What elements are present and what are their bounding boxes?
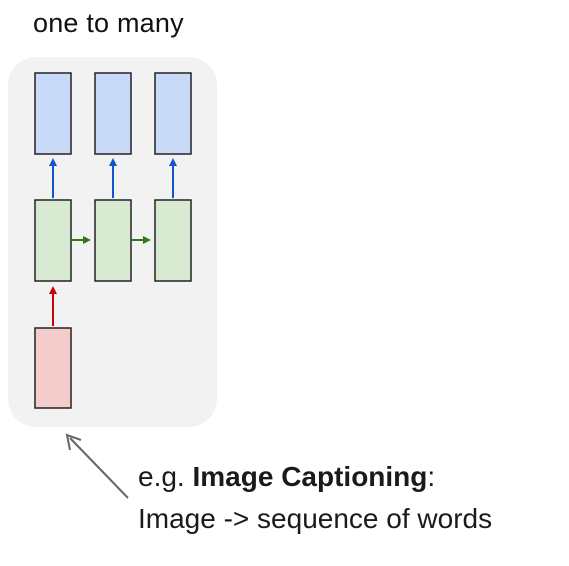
- caption-line-1: e.g. Image Captioning:: [138, 456, 492, 498]
- caption-emphasis: Image Captioning: [192, 461, 428, 492]
- hidden-box-2: [94, 199, 132, 282]
- pointer-arrow: [69, 437, 129, 499]
- caption: e.g. Image Captioning: Image -> sequence…: [138, 456, 492, 540]
- hidden-box-1: [34, 199, 72, 282]
- diagram-title: one to many: [33, 8, 184, 38]
- input-box: [34, 327, 72, 409]
- pointer-arrowhead: [65, 433, 82, 451]
- caption-line-2: Image -> sequence of words: [138, 503, 493, 534]
- output-box-3: [154, 72, 192, 155]
- caption-prefix: e.g.: [138, 461, 193, 492]
- output-box-1: [34, 72, 72, 155]
- hidden-box-3: [154, 199, 192, 282]
- caption-suffix: :: [427, 461, 436, 492]
- output-box-2: [94, 72, 132, 155]
